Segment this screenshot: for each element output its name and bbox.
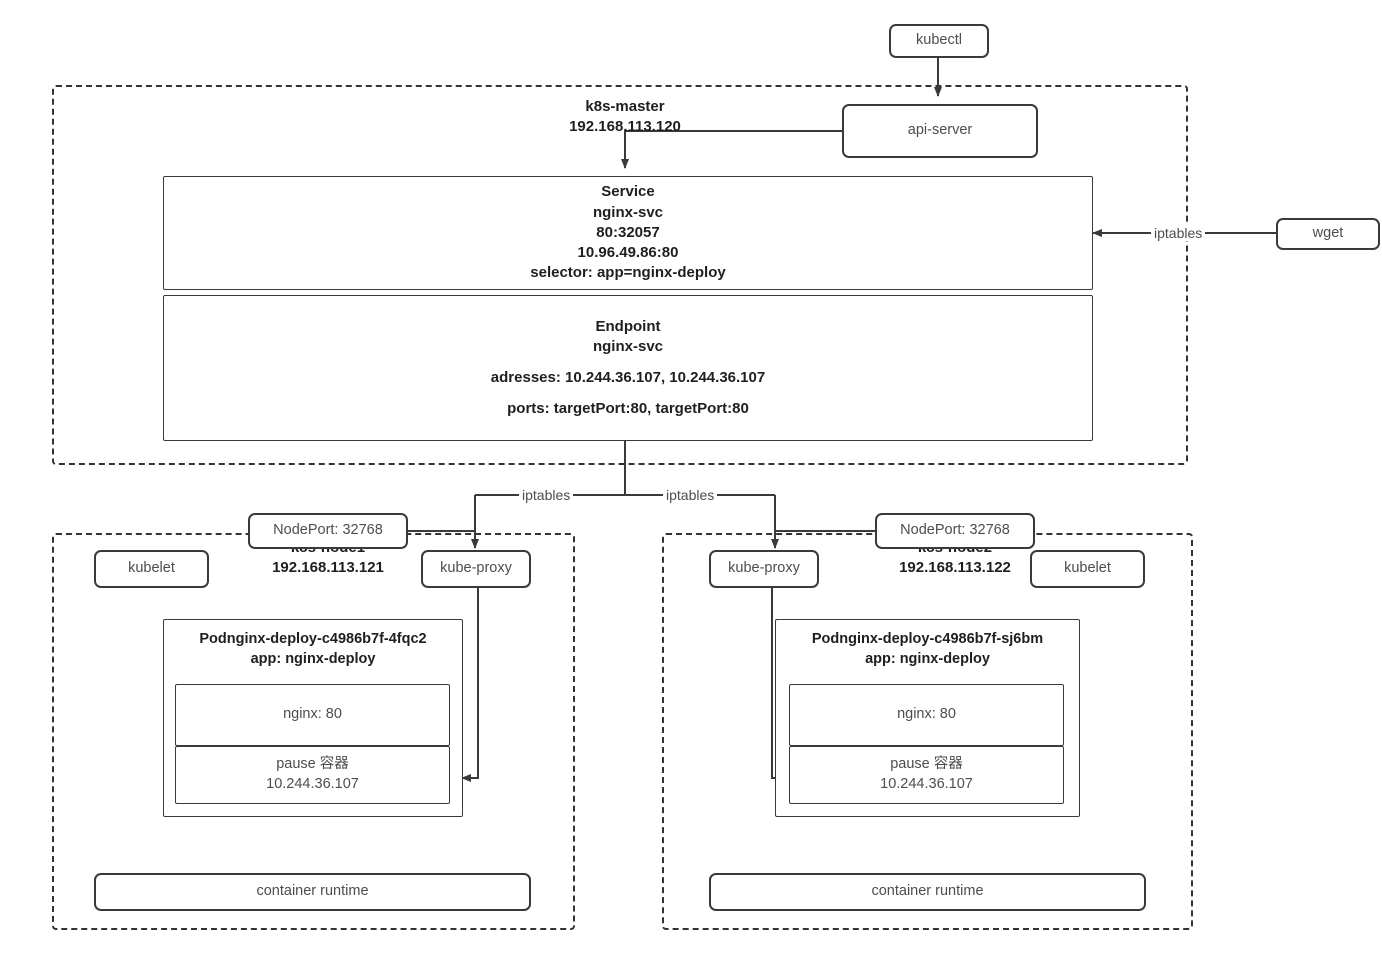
service-name: nginx-svc: [592, 203, 664, 221]
node2-pause-container[interactable]: pause 容器 10.244.36.107: [789, 746, 1064, 804]
service-cluster-ip: 10.96.49.86:80: [577, 244, 679, 262]
node1-pod-app: app: nginx-deploy: [250, 650, 376, 667]
service-heading: Service: [601, 183, 655, 201]
node1-pause-ip: 10.244.36.107: [266, 776, 359, 792]
node2-pause-ip: 10.244.36.107: [880, 776, 973, 792]
node1-nodeport-label: NodePort: 32768: [273, 522, 383, 539]
node1-nodeport-box[interactable]: NodePort: 32768: [248, 513, 408, 549]
node1-pod-name: Podnginx-deploy-c4986b7f-4fqc2: [199, 631, 427, 647]
wget-label: wget: [1312, 225, 1344, 242]
node2-kube-proxy-box[interactable]: kube-proxy: [709, 550, 819, 588]
node2-nodeport-box[interactable]: NodePort: 32768: [875, 513, 1035, 549]
node2-pod-app: app: nginx-deploy: [865, 650, 990, 667]
node1-nginx-container[interactable]: nginx: 80: [175, 684, 450, 746]
service-box[interactable]: Service nginx-svc 80:32057 10.96.49.86:8…: [163, 176, 1093, 290]
node2-nodeport-label: NodePort: 32768: [900, 522, 1010, 539]
node2-ip: 192.168.113.122: [899, 559, 1011, 577]
iptables-label-node2: iptables: [663, 487, 718, 503]
node1-nginx-label: nginx: 80: [283, 706, 342, 723]
master-title: k8s-master 192.168.113.120: [494, 97, 756, 138]
master-name: k8s-master: [585, 98, 665, 115]
node1-pause-container[interactable]: pause 容器 10.244.36.107: [175, 746, 450, 804]
master-zone: [52, 85, 1188, 465]
api-server-label: api-server: [907, 122, 973, 139]
node1-ip: 192.168.113.121: [272, 559, 384, 577]
kubectl-label: kubectl: [916, 32, 962, 49]
node1-kubelet-label: kubelet: [128, 560, 175, 577]
endpoint-ports: ports: targetPort:80, targetPort:80: [507, 400, 749, 418]
node2-pod-name: Podnginx-deploy-c4986b7f-sj6bm: [811, 631, 1044, 647]
node2-pod-header: Podnginx-deploy-c4986b7f-sj6bm app: ngin…: [784, 630, 1071, 669]
node2-kubelet-box[interactable]: kubelet: [1030, 550, 1145, 588]
node1-container-runtime-label: container runtime: [256, 883, 369, 900]
endpoint-name: nginx-svc: [592, 337, 664, 355]
node1-kubelet-box[interactable]: kubelet: [94, 550, 209, 588]
node2-kubelet-label: kubelet: [1064, 560, 1111, 577]
iptables-label-node1: iptables: [519, 487, 574, 503]
wget-box[interactable]: wget: [1276, 218, 1380, 250]
iptables-label-wget: iptables: [1151, 225, 1206, 241]
node2-nginx-container[interactable]: nginx: 80: [789, 684, 1064, 746]
node2-nginx-label: nginx: 80: [897, 706, 956, 723]
node1-pod-header: Podnginx-deploy-c4986b7f-4fqc2 app: ngin…: [172, 630, 454, 669]
node2-kube-proxy-label: kube-proxy: [728, 560, 800, 577]
service-selector: selector: app=nginx-deploy: [530, 264, 726, 282]
node1-kube-proxy-label: kube-proxy: [440, 560, 512, 577]
node1-pause-label: pause 容器: [276, 756, 349, 773]
kubectl-box[interactable]: kubectl: [889, 24, 989, 58]
node1-kube-proxy-box[interactable]: kube-proxy: [421, 550, 531, 588]
node2-container-runtime-box[interactable]: container runtime: [709, 873, 1146, 911]
endpoint-box[interactable]: Endpoint nginx-svc adresses: 10.244.36.1…: [163, 295, 1093, 441]
endpoint-addresses: adresses: 10.244.36.107, 10.244.36.107: [490, 369, 766, 386]
api-server-box[interactable]: api-server: [842, 104, 1038, 158]
node1-container-runtime-box[interactable]: container runtime: [94, 873, 531, 911]
node2-container-runtime-label: container runtime: [871, 883, 984, 900]
master-ip: 192.168.113.120: [569, 118, 681, 136]
endpoint-heading: Endpoint: [595, 317, 661, 335]
service-ports: 80:32057: [596, 223, 660, 241]
node2-pause-label: pause 容器: [890, 756, 963, 773]
